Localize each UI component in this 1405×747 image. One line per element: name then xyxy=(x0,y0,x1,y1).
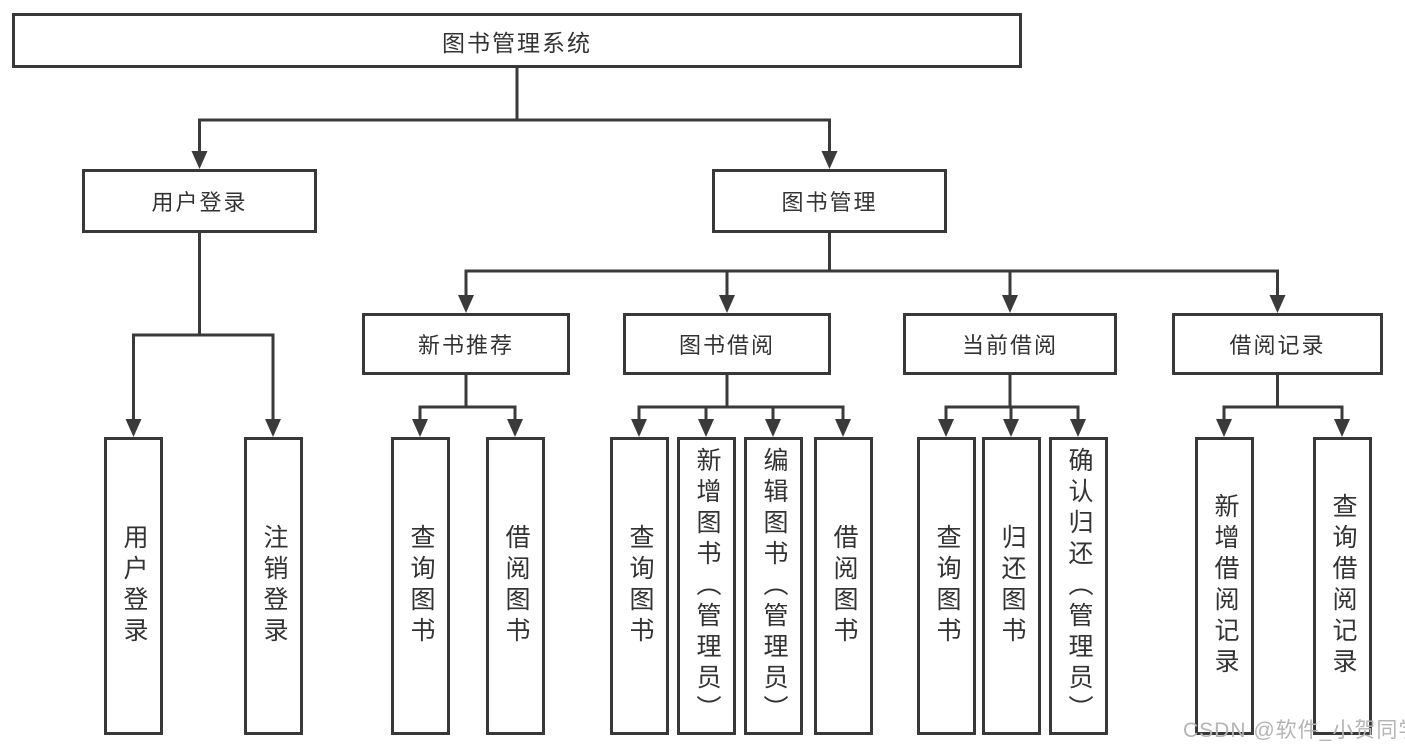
leaf-borrow-books: 借阅图书 xyxy=(814,437,873,735)
leaf-borrow-books-recommend-label: 借阅图书 xyxy=(502,524,530,648)
arrowhead xyxy=(1269,295,1286,313)
connector-current-to-leaves xyxy=(944,375,1080,422)
node-new-book-recommend: 新书推荐 xyxy=(362,313,570,375)
connector-login-to-leaves xyxy=(132,233,275,422)
leaf-return-book: 归还图书 xyxy=(982,437,1041,735)
leaf-confirm-return-admin-label: 确认归还（管理员） xyxy=(1065,446,1093,726)
leaf-query-books-current: 查询图书 xyxy=(917,437,976,735)
connector-newbook-to-leaves xyxy=(418,375,517,422)
node-current-borrow-label: 当前借阅 xyxy=(961,333,1058,358)
arrowhead xyxy=(765,419,781,437)
node-root-label: 图书管理系统 xyxy=(442,29,592,56)
arrowhead xyxy=(458,295,474,313)
node-user-login: 用户登录 xyxy=(82,169,317,233)
leaf-add-book-admin: 新增图书（管理员） xyxy=(677,437,736,735)
arrowhead xyxy=(265,419,281,437)
leaf-logout-label: 注销登录 xyxy=(260,524,288,648)
arrowhead xyxy=(698,419,714,437)
arrowhead xyxy=(1216,419,1232,437)
leaf-add-borrow-record: 新增借阅记录 xyxy=(1195,437,1254,735)
leaf-query-books-borrow-label: 查询图书 xyxy=(626,524,654,648)
leaf-query-borrow-record-label: 查询借阅记录 xyxy=(1329,493,1357,679)
connector-mgmt-to-level3 xyxy=(464,233,1279,298)
node-book-management: 图书管理 xyxy=(712,169,947,233)
arrowhead xyxy=(1002,295,1018,313)
arrowhead xyxy=(821,151,838,169)
leaf-query-borrow-record: 查询借阅记录 xyxy=(1313,437,1372,735)
node-book-management-label: 图书管理 xyxy=(781,190,878,215)
node-borrow-records-label: 借阅记录 xyxy=(1229,333,1326,358)
arrowhead xyxy=(1070,419,1086,437)
leaf-user-login-label: 用户登录 xyxy=(120,524,148,648)
leaf-edit-book-admin-label: 编辑图书（管理员） xyxy=(760,446,788,726)
arrowhead xyxy=(191,151,208,169)
arrowhead xyxy=(1003,419,1019,437)
leaf-borrow-books-label: 借阅图书 xyxy=(830,524,858,648)
node-new-book-recommend-label: 新书推荐 xyxy=(417,333,514,358)
leaf-return-book-label: 归还图书 xyxy=(998,524,1026,648)
watermark: CSDN @软件_小贺同学 xyxy=(1183,719,1405,742)
leaf-add-book-admin-label: 新增图书（管理员） xyxy=(693,446,721,726)
leaf-borrow-books-recommend: 借阅图书 xyxy=(486,437,545,735)
leaf-add-borrow-record-label: 新增借阅记录 xyxy=(1211,493,1239,679)
arrowhead xyxy=(1334,419,1350,437)
arrowhead xyxy=(938,419,954,437)
leaf-logout: 注销登录 xyxy=(244,437,303,735)
arrowhead xyxy=(631,419,647,437)
connector-root-to-level2 xyxy=(198,68,831,154)
node-borrow-records: 借阅记录 xyxy=(1172,313,1383,375)
connector-borrow-to-leaves xyxy=(637,375,845,422)
node-root: 图书管理系统 xyxy=(12,13,1022,68)
connector-records-to-leaves xyxy=(1222,375,1344,422)
leaf-query-books-recommend-label: 查询图书 xyxy=(407,524,435,648)
node-book-borrow: 图书借阅 xyxy=(623,313,831,375)
arrowhead xyxy=(507,419,523,437)
arrowhead xyxy=(412,419,428,437)
arrowhead xyxy=(125,419,142,437)
leaf-query-books-current-label: 查询图书 xyxy=(933,524,961,648)
leaf-query-books-recommend: 查询图书 xyxy=(391,437,450,735)
leaf-confirm-return-admin: 确认归还（管理员） xyxy=(1049,437,1108,735)
node-user-login-label: 用户登录 xyxy=(151,190,248,215)
arrowhead xyxy=(719,295,735,313)
node-book-borrow-label: 图书借阅 xyxy=(678,333,775,358)
arrowhead xyxy=(835,419,851,437)
leaf-user-login: 用户登录 xyxy=(104,437,163,735)
node-current-borrow: 当前借阅 xyxy=(903,313,1117,375)
leaf-edit-book-admin: 编辑图书（管理员） xyxy=(744,437,803,735)
leaf-query-books-borrow: 查询图书 xyxy=(610,437,669,735)
